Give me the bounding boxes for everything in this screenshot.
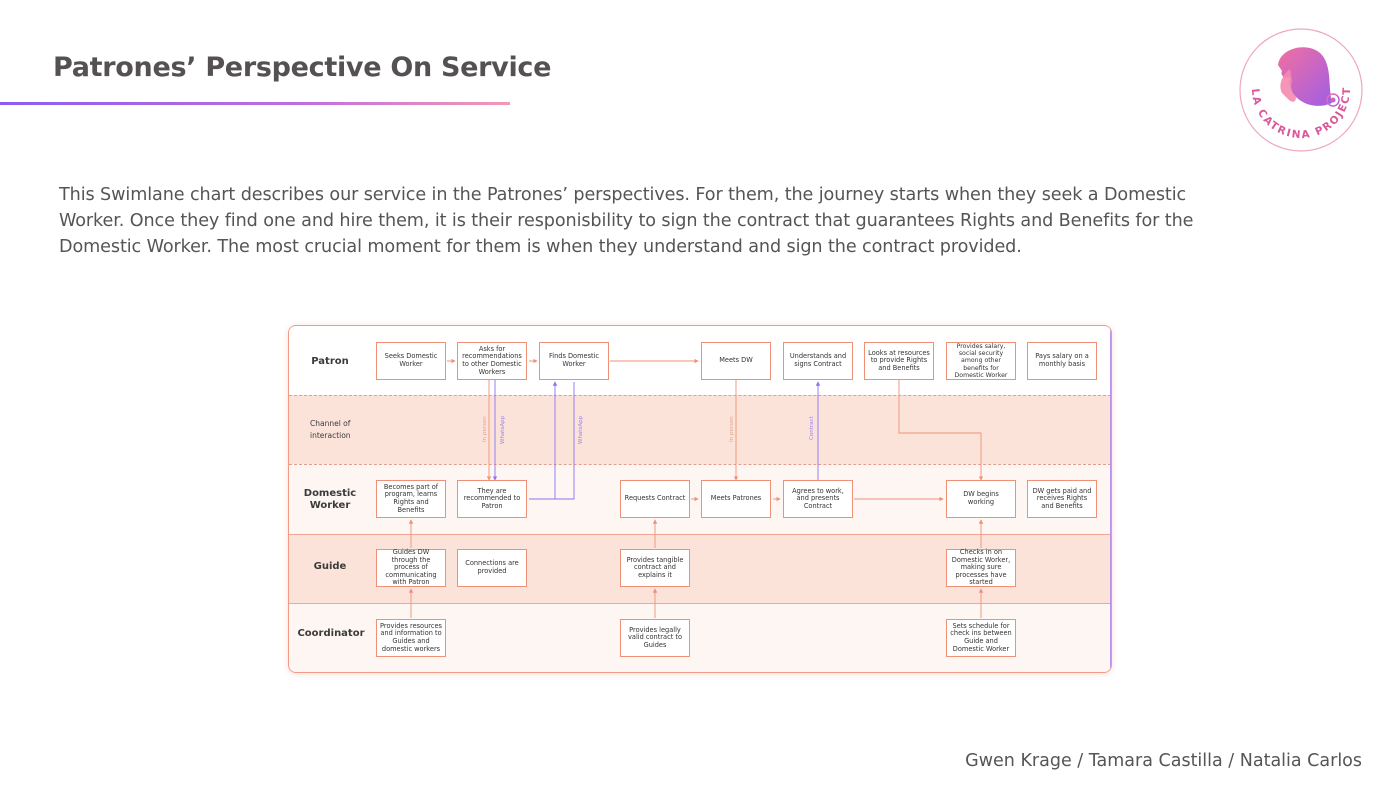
step-recommended-to-patron: They are recommended to Patron — [457, 480, 527, 518]
step-agrees-to-work: Agrees to work, and presents Contract — [783, 480, 853, 518]
title-underline — [0, 102, 510, 105]
step-requests-contract: Requests Contract — [620, 480, 690, 518]
step-provides-salary: Provides salary, social security among o… — [946, 342, 1016, 380]
step-dw-gets-paid: DW gets paid and receives Rights and Ben… — [1027, 480, 1097, 518]
authors-credit: Gwen Krage / Tamara Castilla / Natalia C… — [965, 751, 1362, 771]
step-guides-dw: Guides DW through the process of communi… — [376, 548, 446, 587]
intro-paragraph: This Swimlane chart describes our servic… — [59, 185, 1194, 257]
step-asks-for-recommendations: Asks for recommendations to other Domest… — [457, 342, 527, 380]
step-meets-patrones: Meets Patrones — [701, 480, 771, 518]
lane-divider — [289, 603, 1111, 604]
step-looks-at-resources: Looks at resources to provide Rights and… — [864, 342, 934, 380]
board-edge — [1109, 326, 1111, 672]
lane-label-channel: Channel of interaction — [310, 419, 351, 440]
lane-divider — [289, 534, 1111, 535]
catrina-face-logo-icon: LA CATRINA PROJECT — [1239, 28, 1363, 152]
step-seeks-domestic-worker: Seeks Domestic Worker — [376, 342, 446, 380]
swimlane-chart: Patron Channel of interaction Domestic W… — [288, 325, 1112, 673]
lane-divider — [289, 395, 1111, 396]
lane-label-guide: Guide — [313, 561, 347, 572]
step-provides-tangible-contract: Provides tangible contract and explains … — [620, 549, 690, 587]
step-connections-provided: Connections are provided — [457, 549, 527, 587]
page-title: Patrones’ Perspective On Service — [53, 52, 552, 83]
lane-label-domestic-worker: Domestic Worker — [303, 488, 357, 511]
step-dw-begins-working: DW begins working — [946, 480, 1016, 518]
step-meets-dw: Meets DW — [701, 342, 771, 380]
lane-channel — [289, 395, 1111, 464]
step-provides-legal-contract: Provides legally valid contract to Guide… — [620, 619, 690, 657]
step-pays-salary: Pays salary on a monthly basis — [1027, 342, 1097, 380]
step-understands-contract: Understands and signs Contract — [783, 342, 853, 380]
step-becomes-part-of-program: Becomes part of program, learns Rights a… — [376, 480, 446, 518]
lane-label-patron: Patron — [311, 356, 349, 367]
lane-divider — [289, 464, 1111, 465]
lane-label-coordinator: Coordinator — [297, 628, 365, 639]
step-checks-in: Checks in on Domestic Worker, making sur… — [946, 548, 1016, 587]
step-finds-domestic-worker: Finds Domestic Worker — [539, 342, 609, 380]
step-sets-schedule: Sets schedule for check ins between Guid… — [946, 619, 1016, 657]
step-provides-resources: Provides resources and information to Gu… — [376, 619, 446, 657]
